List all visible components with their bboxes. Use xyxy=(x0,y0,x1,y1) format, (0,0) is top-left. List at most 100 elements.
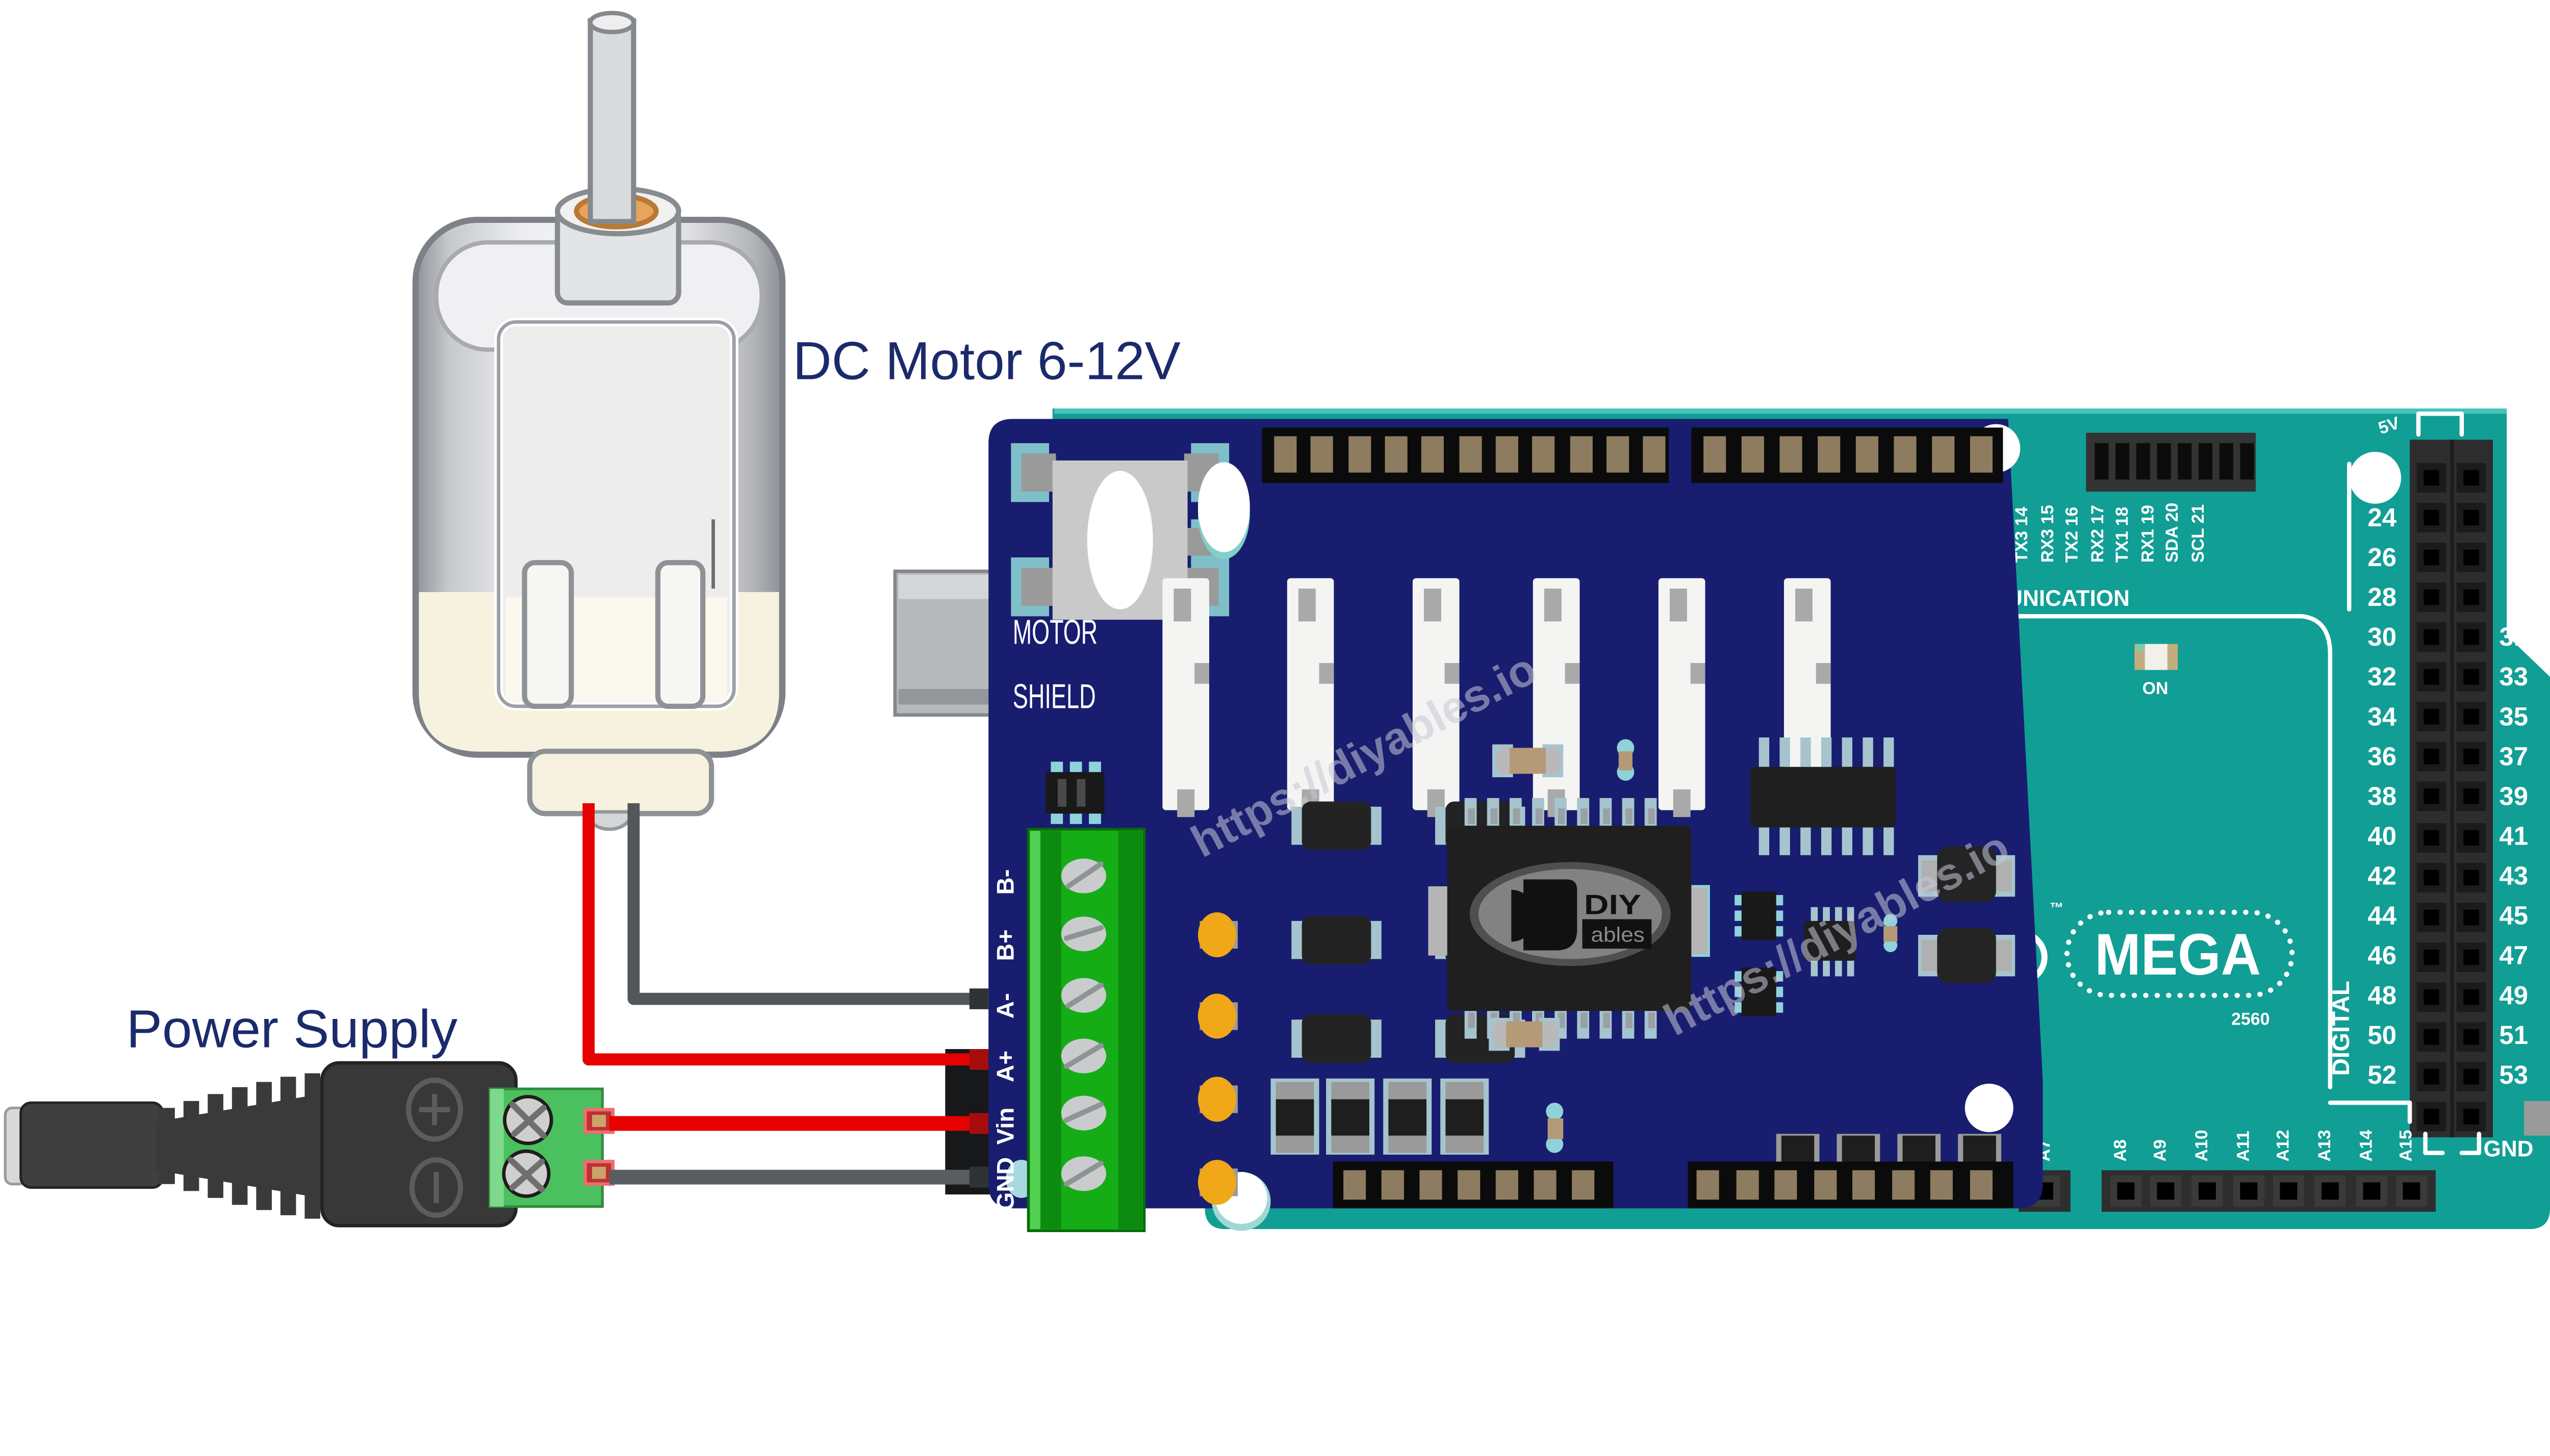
mega-mounting-hole xyxy=(2349,451,2402,504)
mega-even-pin-numbers: 22 24 26 28 30 32 34 36 38 40 42 44 46 4… xyxy=(2367,463,2396,1089)
motor-wire-gray xyxy=(627,803,985,1005)
svg-text:A10: A10 xyxy=(2192,1130,2211,1161)
shield-terminal-block xyxy=(1006,828,1146,1232)
wiring-diagram-canvas: 5V xyxy=(4,11,2550,1232)
shield-gang-components xyxy=(1735,891,1783,1016)
svg-text:B-: B- xyxy=(992,869,1019,895)
shield-smd-array xyxy=(1046,761,1105,824)
svg-text:B+: B+ xyxy=(992,929,1019,961)
mega-silkscreen xyxy=(2009,462,2412,1124)
svg-text:SCL 21: SCL 21 xyxy=(2188,504,2208,563)
svg-text:RX3 15: RX3 15 xyxy=(2038,505,2057,563)
mega-logo-text: MEGA xyxy=(2095,922,2261,987)
svg-text:45: 45 xyxy=(2499,901,2528,930)
svg-text:A-: A- xyxy=(992,993,1019,1018)
svg-text:A9: A9 xyxy=(2150,1139,2170,1161)
motor-bottom-tab xyxy=(527,749,715,816)
svg-text:52: 52 xyxy=(2367,1060,2396,1089)
svg-text:TX2 16: TX2 16 xyxy=(2062,507,2081,563)
svg-text:40: 40 xyxy=(2367,821,2396,850)
shield-top-headers xyxy=(1262,427,2003,483)
svg-text:42: 42 xyxy=(2367,861,2396,890)
motor-vent-slot xyxy=(522,560,574,709)
wire-end-caps xyxy=(969,988,989,1188)
shield-reset-button xyxy=(1011,443,1230,620)
mega-communication-label: UNICATION xyxy=(2006,586,2130,611)
mega-analog-header xyxy=(2018,1101,2550,1212)
svg-text:37: 37 xyxy=(2499,742,2528,771)
svg-text:51: 51 xyxy=(2499,1020,2528,1050)
motor-connector xyxy=(1658,578,1705,818)
motor-face-border xyxy=(497,320,736,708)
mega-power-led xyxy=(2134,644,2178,670)
logo-ables-text: ables xyxy=(1591,923,1644,947)
mega-logo-border xyxy=(2064,909,2295,998)
diyables-logo: DIY ables xyxy=(1511,879,1652,951)
mega-chip-number: 2560 xyxy=(2231,1010,2270,1029)
svg-text:TX1 18: TX1 18 xyxy=(2112,507,2132,563)
polarity-marks xyxy=(405,1078,464,1218)
mega-digital-label: DIGITAL xyxy=(2328,981,2355,1076)
svg-text:A11: A11 xyxy=(2233,1131,2253,1161)
motor-shield-board: MOTOR SHIELD xyxy=(988,419,2043,1232)
svg-text:49: 49 xyxy=(2499,981,2528,1010)
svg-text:44: 44 xyxy=(2367,901,2396,930)
strain-relief-ribs xyxy=(159,1073,320,1219)
svg-text:36: 36 xyxy=(2367,742,2396,771)
terminal-screws xyxy=(502,1094,553,1198)
shield-name-line1: MOTOR xyxy=(1013,614,1098,652)
motor-wire-red xyxy=(582,803,985,1066)
mega-trademark: ™ xyxy=(2050,900,2063,915)
svg-text:34: 34 xyxy=(2367,702,2396,731)
svg-text:38: 38 xyxy=(2367,781,2396,810)
wiring-diagram-page: 5V xyxy=(4,11,2550,1232)
svg-text:32: 32 xyxy=(2367,662,2396,691)
svg-text:24: 24 xyxy=(2367,503,2396,532)
svg-text:22: 22 xyxy=(2367,463,2396,492)
shield-motor-connectors xyxy=(1162,578,1831,818)
motor-shaft-assembly xyxy=(554,11,681,306)
shield-status-leds xyxy=(1197,912,1238,1205)
svg-text:A13: A13 xyxy=(2315,1130,2334,1161)
motor-connector xyxy=(1287,578,1334,818)
mega-right-header xyxy=(2410,440,2493,1138)
shield-driver-chip: DIY ables xyxy=(1428,798,1710,1039)
terminal-labels: B- B+ A- A+ Vin GND xyxy=(992,869,1019,1211)
mega-comm-pin-labels: TX3 14 RX3 15 TX2 16 RX2 17 TX1 18 RX1 1… xyxy=(2012,503,2208,563)
svg-text:31: 31 xyxy=(2499,622,2528,651)
power-supply-caption: Power Supply xyxy=(126,1000,458,1059)
motor-caption: DC Motor 6-12V xyxy=(793,331,1181,391)
shield-name-line2: SHIELD xyxy=(1013,677,1096,716)
motor-vent-slot xyxy=(655,560,706,709)
motor-connector xyxy=(1533,578,1580,818)
mega-gnd-label: GND xyxy=(2484,1136,2534,1161)
svg-text:33: 33 xyxy=(2499,662,2528,691)
svg-text:41: 41 xyxy=(2499,821,2528,850)
mega-usb-port xyxy=(893,569,998,717)
svg-text:A+: A+ xyxy=(992,1051,1019,1082)
svg-text:RX2 17: RX2 17 xyxy=(2088,505,2107,563)
shield-tiny-ic xyxy=(1803,907,1856,977)
shield-small-ic xyxy=(1750,737,1896,855)
mega-5v-bracket xyxy=(2416,412,2464,437)
svg-text:28: 28 xyxy=(2367,582,2396,611)
motor-shaft xyxy=(588,18,636,224)
mega-gnd-bracket xyxy=(2423,1132,2482,1155)
screw-terminal-adapter xyxy=(489,1087,615,1208)
svg-text:RX1 19: RX1 19 xyxy=(2138,505,2158,563)
svg-text:Vin: Vin xyxy=(992,1108,1019,1145)
dc-motor xyxy=(412,11,786,831)
svg-text:A8: A8 xyxy=(2110,1139,2130,1161)
svg-text:53: 53 xyxy=(2499,1060,2528,1089)
svg-text:26: 26 xyxy=(2367,543,2396,572)
shield-transistors xyxy=(1918,846,2016,984)
mega-odd-pin-numbers: 31 33 35 37 39 41 43 45 47 49 51 53 xyxy=(2499,622,2528,1089)
svg-text:A12: A12 xyxy=(2273,1130,2292,1161)
shield-resistors xyxy=(1489,739,1898,1153)
shield-bottom-headers xyxy=(1333,1161,2013,1209)
motor-connector xyxy=(1783,578,1831,818)
wires xyxy=(582,803,989,1188)
logo-diy-text: DIY xyxy=(1584,889,1641,920)
motor-connector xyxy=(1162,578,1210,818)
shield-mounting-hole xyxy=(1197,462,1250,552)
